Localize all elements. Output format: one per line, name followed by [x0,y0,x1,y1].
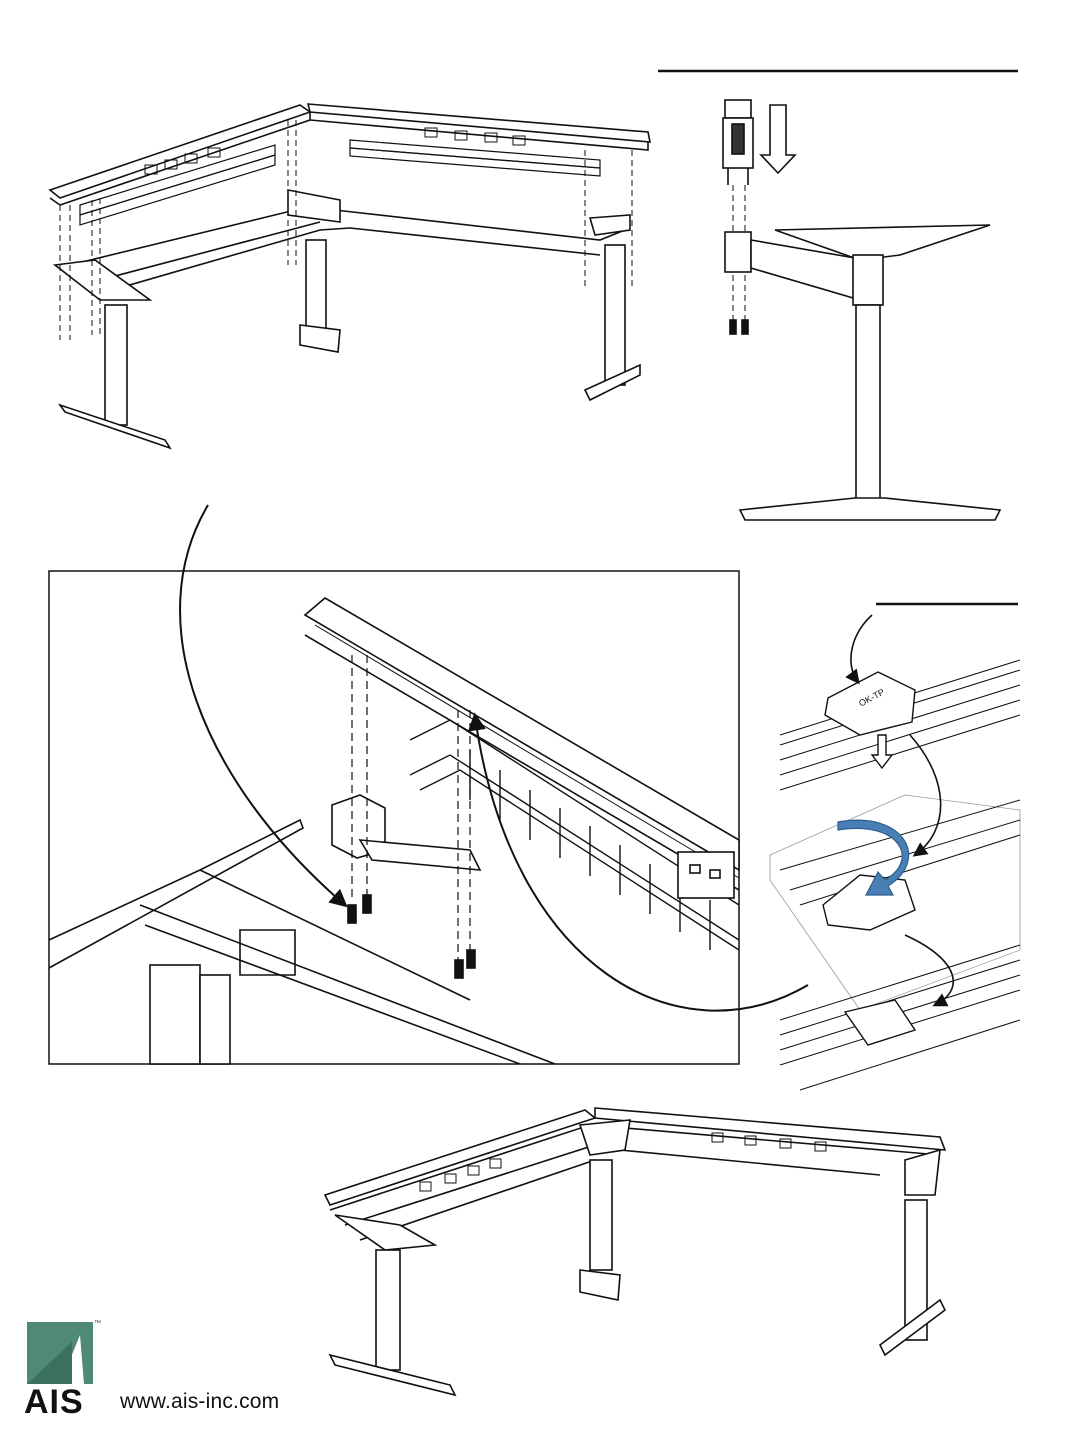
ais-logo [27,1322,93,1384]
figure-side-detail [658,71,1018,520]
trademark-mark: ™ [94,1320,101,1327]
website-url: www.ais-inc.com [120,1390,279,1414]
figure-clip-sequence: OK-TP [770,604,1020,1090]
figure-frame-overview [50,104,650,448]
figure-assembled-frame [325,1108,945,1395]
down-arrow-icon [761,105,795,173]
leg-right [585,245,640,400]
brand-name: AIS [24,1383,84,1422]
leg-left [60,305,170,448]
figure-zoom-detail [49,571,739,1064]
cable-tray-right [350,140,600,176]
screw-icon [730,320,748,334]
leg-center [300,240,340,352]
